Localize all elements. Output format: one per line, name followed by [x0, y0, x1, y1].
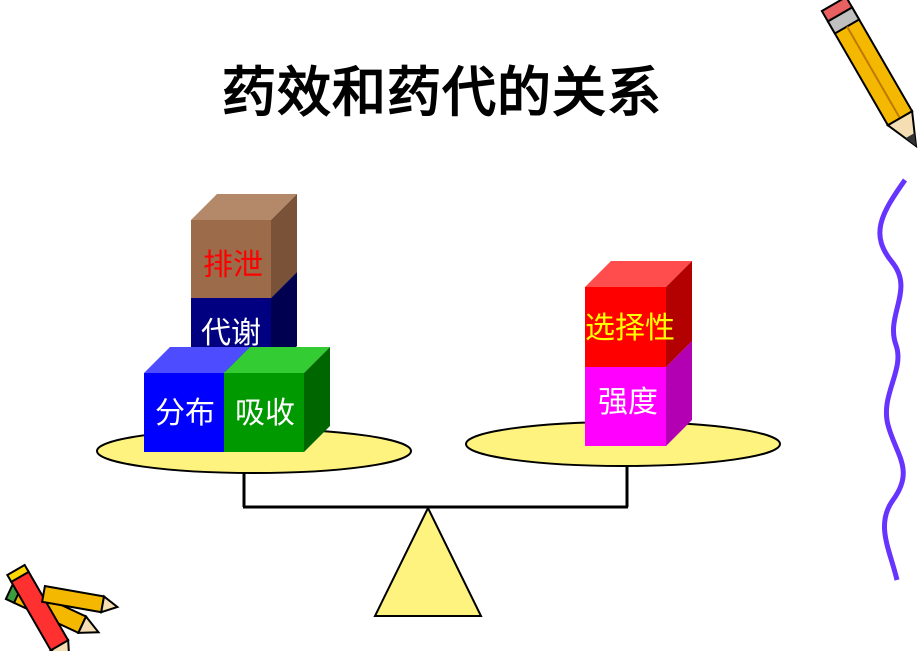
selectivity-block: 选择性 [585, 261, 692, 367]
pencils-icon [4, 563, 120, 651]
distribution-label: 分布 [155, 396, 215, 431]
fulcrum-triangle [373, 505, 483, 617]
absorption-label: 吸收 [235, 396, 295, 431]
excretion-block: 排泄 [191, 194, 297, 298]
absorption-block: 吸收 [224, 347, 330, 452]
scale-beam [242, 462, 629, 509]
pencil-icon [820, 0, 918, 149]
distribution-block: 分布 [144, 347, 250, 452]
page-title: 药效和药代的关系 [222, 61, 662, 124]
decorative-squiggle-line [877, 178, 908, 581]
potency-label: 强度 [598, 385, 658, 420]
metabolism-label: 代谢 [201, 316, 261, 351]
selectivity-label: 选择性 [585, 311, 675, 346]
excretion-label: 排泄 [203, 248, 263, 283]
